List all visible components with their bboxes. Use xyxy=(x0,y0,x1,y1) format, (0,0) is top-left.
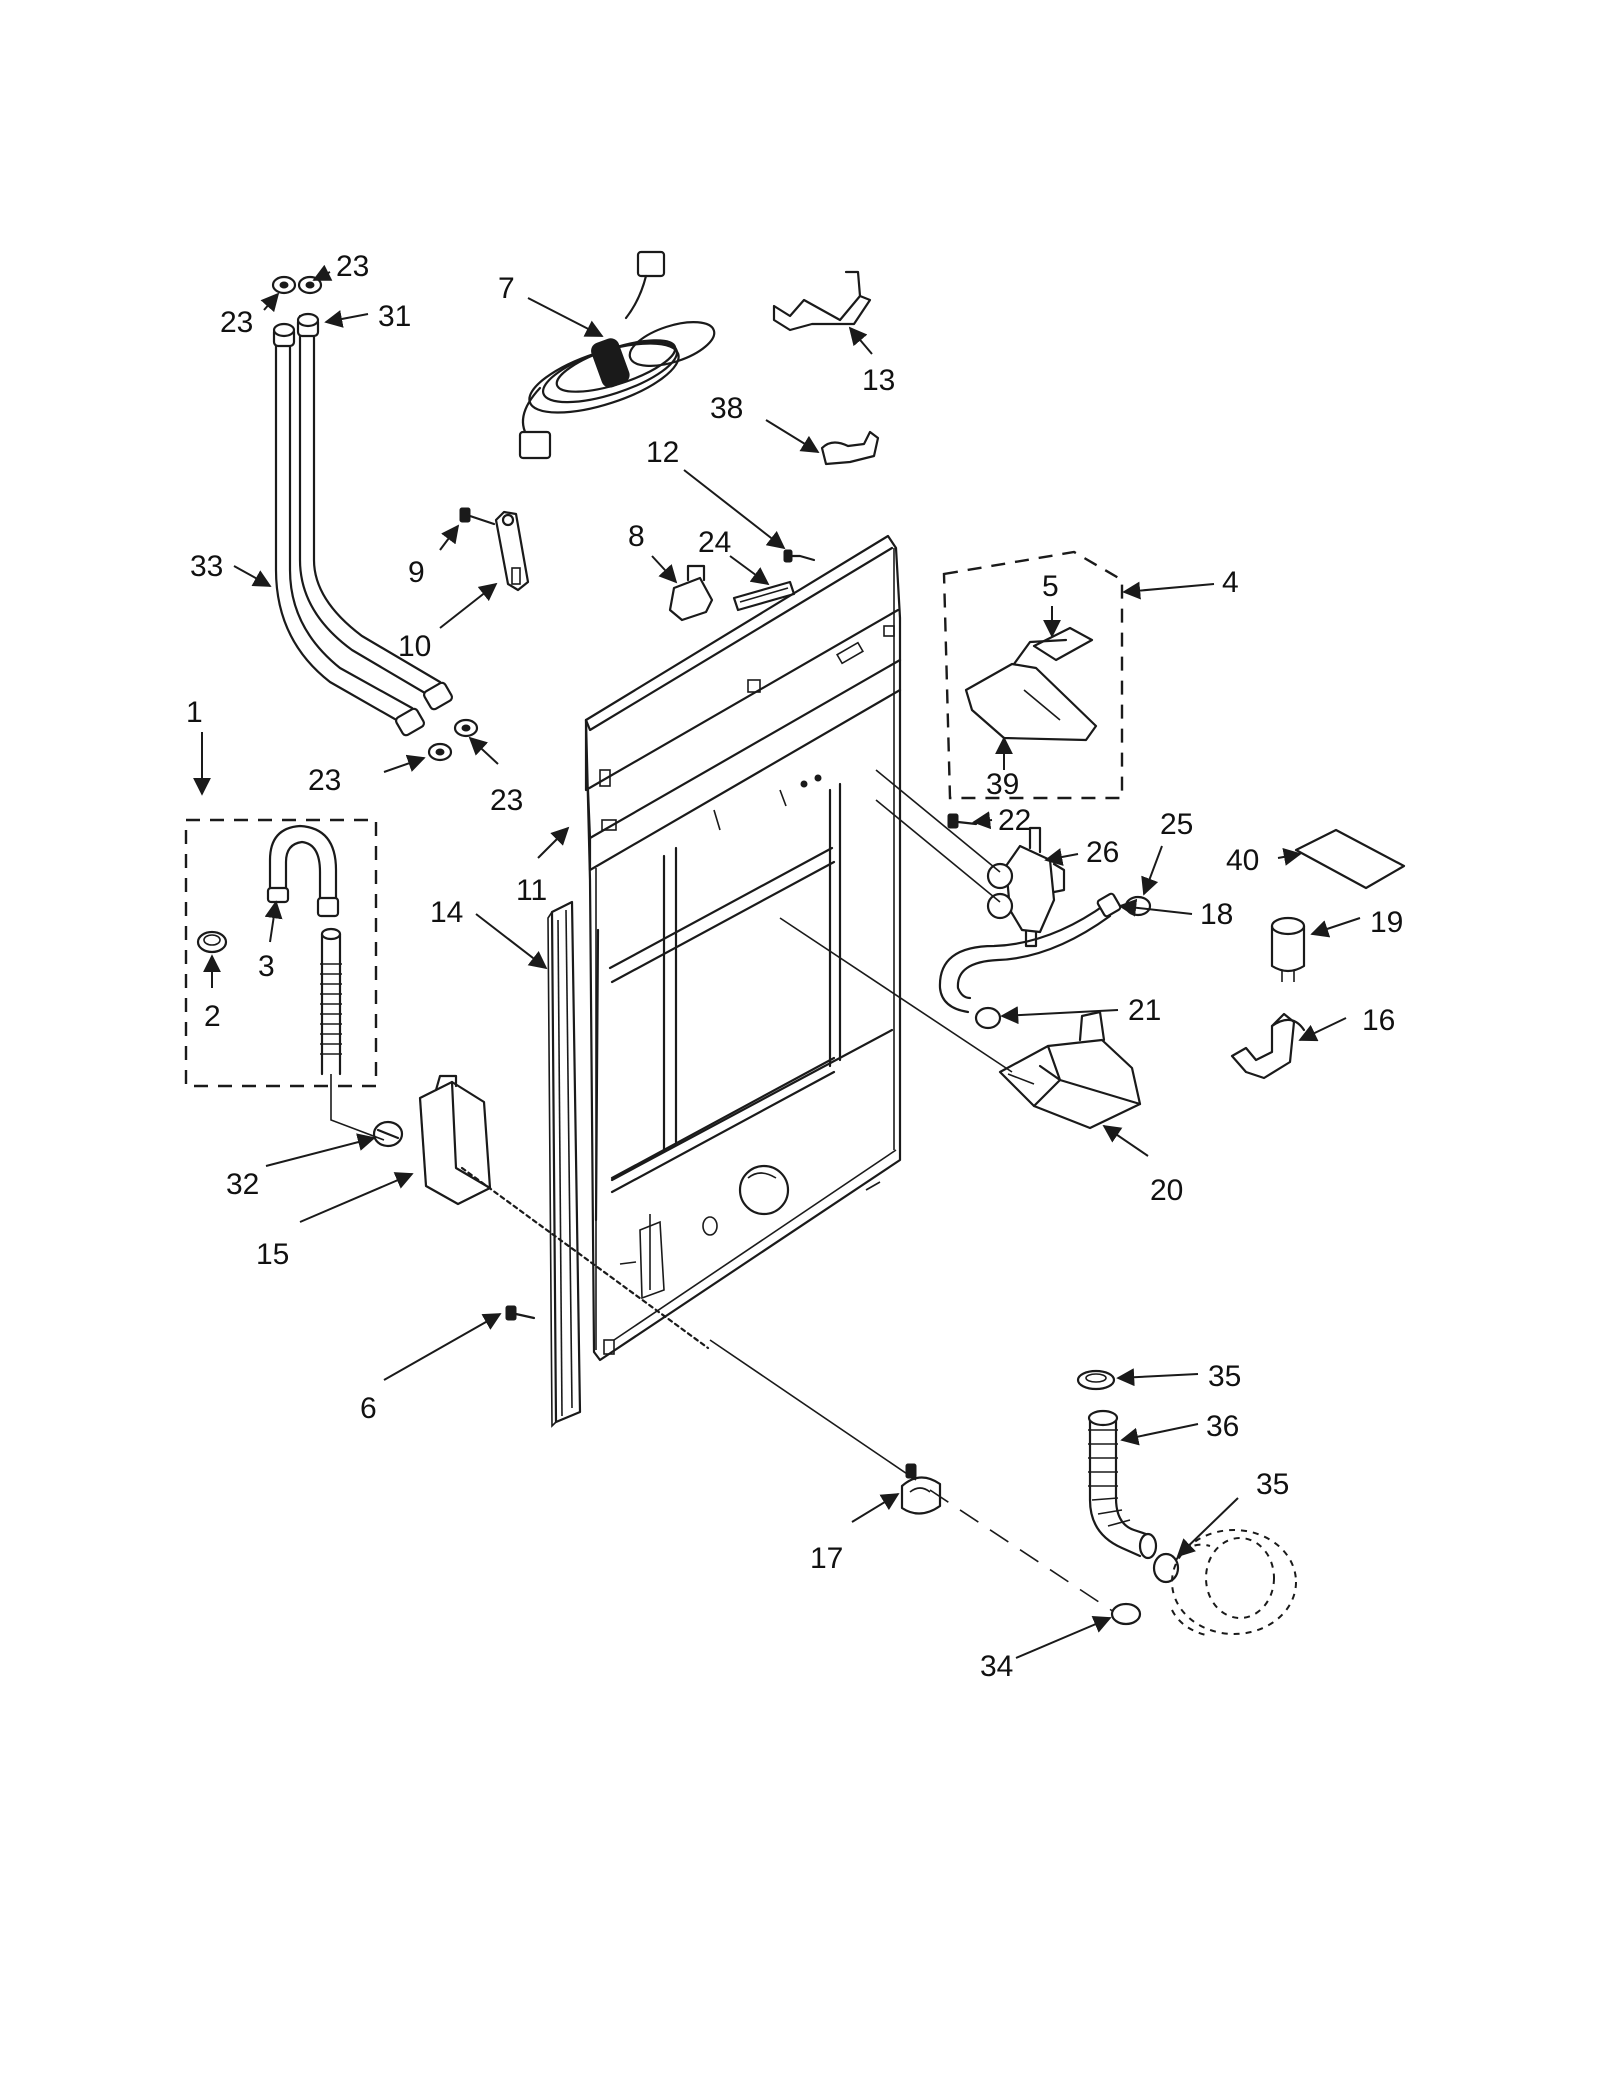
screw-12 xyxy=(783,549,816,563)
callout-26: 26 xyxy=(1086,836,1119,869)
callout-6: 6 xyxy=(360,1392,377,1425)
hose-18 xyxy=(938,892,1122,1014)
hose-clamp-17 xyxy=(900,1463,942,1515)
valve-leader-line-b xyxy=(875,799,1001,903)
callout-9: 9 xyxy=(408,556,425,589)
callout-23c: 23 xyxy=(308,764,341,797)
callout-40: 40 xyxy=(1226,844,1259,877)
callout-8: 8 xyxy=(628,520,645,553)
callout-7: 7 xyxy=(498,272,515,305)
callout-14: 14 xyxy=(430,896,463,929)
callout-23b: 23 xyxy=(220,306,253,339)
callout-18: 18 xyxy=(1200,898,1233,931)
clamp-35-top xyxy=(1076,1369,1116,1391)
callout-31: 31 xyxy=(378,300,411,333)
callout-3: 3 xyxy=(258,950,275,983)
label-40 xyxy=(1294,828,1406,890)
hose-washer-bottom-b xyxy=(453,718,479,738)
callout-25: 25 xyxy=(1160,808,1193,841)
cap-19 xyxy=(1270,916,1306,982)
dispenser-leader-line xyxy=(779,917,1013,1073)
hose-washer-top-right xyxy=(297,275,323,295)
bracket-13 xyxy=(772,270,872,332)
strip-24 xyxy=(732,580,796,612)
ring-2 xyxy=(196,930,228,954)
leader-lines xyxy=(193,264,1361,1659)
box-15 xyxy=(418,1074,492,1206)
inlet-valve xyxy=(986,826,1066,948)
callout-17: 17 xyxy=(810,1542,843,1575)
side-rail xyxy=(547,900,582,1428)
bracket-8 xyxy=(668,564,714,622)
callout-33: 33 xyxy=(190,550,223,583)
callout-38: 38 xyxy=(710,392,743,425)
dispenser-20 xyxy=(998,1010,1142,1130)
callout-35b: 35 xyxy=(1256,1468,1289,1501)
callout-21: 21 xyxy=(1128,994,1161,1027)
hose-washer-top-left xyxy=(271,275,297,295)
rear-panel xyxy=(584,534,902,1362)
clamp-25 xyxy=(1124,895,1152,917)
callout-24: 24 xyxy=(698,526,731,559)
bracket-39 xyxy=(964,638,1098,742)
callout-32: 32 xyxy=(226,1168,259,1201)
callout-23a: 23 xyxy=(336,250,369,283)
callout-16: 16 xyxy=(1362,1004,1395,1037)
group-1-box xyxy=(184,818,378,1088)
valve-leader-line-a xyxy=(875,769,1001,873)
callout-11: 11 xyxy=(516,874,547,907)
callout-20: 20 xyxy=(1150,1174,1183,1207)
callout-34: 34 xyxy=(980,1650,1013,1683)
clamp-32 xyxy=(372,1120,404,1148)
group-4-box xyxy=(942,550,1124,800)
callout-1: 1 xyxy=(186,696,203,729)
drain-hose xyxy=(460,1166,1121,1617)
screw-6 xyxy=(505,1305,536,1321)
hose-elbow-36 xyxy=(1087,1409,1158,1560)
callout-19: 19 xyxy=(1370,906,1403,939)
hose-washer-bottom-a xyxy=(427,742,453,762)
callout-labels: 1 2 3 4 5 6 7 8 9 10 11 12 13 14 15 16 1… xyxy=(186,250,1403,1683)
callout-36: 36 xyxy=(1206,1410,1239,1443)
clip-38 xyxy=(820,430,880,466)
label-5 xyxy=(1032,626,1094,662)
hose-piece xyxy=(320,927,385,1141)
hose-3 xyxy=(266,824,340,918)
power-cord xyxy=(518,250,716,460)
callout-39: 39 xyxy=(986,768,1019,801)
callout-23d: 23 xyxy=(490,784,523,817)
callout-13: 13 xyxy=(862,364,895,397)
callout-2: 2 xyxy=(204,1000,221,1033)
callout-4: 4 xyxy=(1222,566,1239,599)
clamp-21 xyxy=(974,1006,1002,1030)
callout-15: 15 xyxy=(256,1238,289,1271)
inlet-hoses xyxy=(272,312,454,737)
bracket-16 xyxy=(1230,1012,1306,1080)
screw-22 xyxy=(947,813,978,829)
callout-22: 22 xyxy=(998,804,1031,837)
callout-35a: 35 xyxy=(1208,1360,1241,1393)
callout-5: 5 xyxy=(1042,570,1059,603)
phantom-pump xyxy=(1171,1529,1297,1637)
bracket-10 xyxy=(494,510,530,592)
callout-10: 10 xyxy=(398,630,431,663)
screw-9 xyxy=(459,507,496,526)
callout-12: 12 xyxy=(646,436,679,469)
clamp-35-lower xyxy=(1152,1552,1180,1584)
clamp-34 xyxy=(1110,1602,1142,1626)
